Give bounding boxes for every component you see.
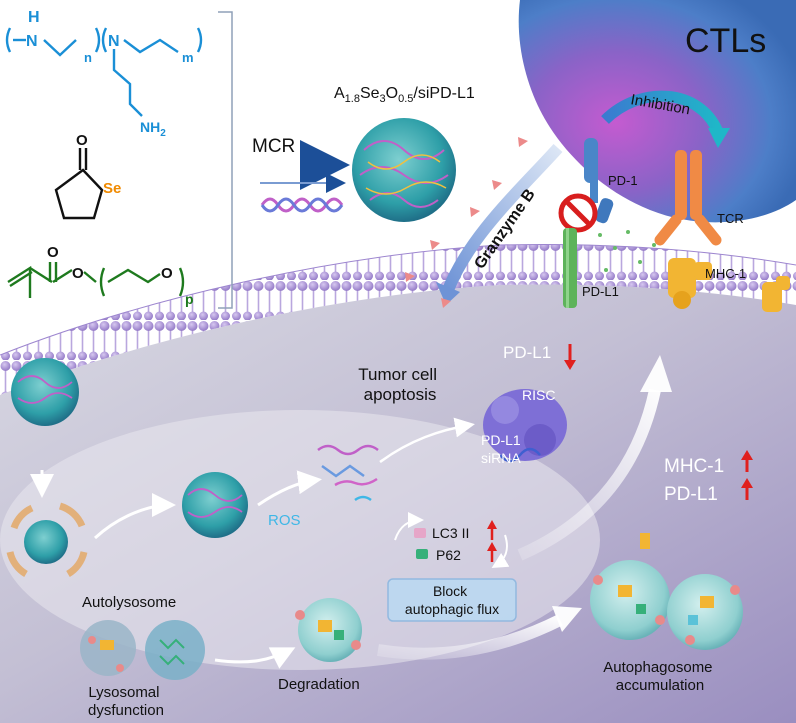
inhibition-arrowhead [708, 128, 730, 148]
granzyme-arrowhead [436, 282, 460, 305]
granzyme-arrow [442, 143, 563, 293]
mhc1-label: MHC-1 [705, 266, 746, 281]
released-sirna [317, 444, 379, 502]
pei-h-label: H [28, 9, 40, 26]
block-flux-label: Block autophagic flux [405, 583, 499, 617]
autophagosome-cluster [590, 533, 743, 650]
nanoparticle-outside [11, 358, 79, 426]
endosome-escape [6, 502, 88, 578]
peg-o3-label: O [161, 265, 173, 282]
inhibition-arrow [601, 90, 724, 135]
block-flux-box [387, 578, 517, 622]
pei-n1-label: N [26, 33, 38, 50]
escape-arrow [93, 493, 176, 540]
peg-o1-label: O [47, 244, 59, 261]
pdl1-sirna-label: PD-L1 siRNA [481, 432, 525, 466]
mcr-label: MCR [252, 136, 295, 157]
lc3-icon [414, 528, 426, 538]
pei-n-sub: n [84, 50, 92, 65]
lysosome-pair [80, 620, 205, 680]
sirna-helix-icon [260, 197, 344, 213]
peg-methacrylate-structure [7, 262, 185, 298]
pei-n2-label: N [108, 33, 120, 50]
autolysosome-label: Autolysosome [82, 594, 176, 611]
cell-membrane [0, 244, 796, 395]
degradation-vesicle [295, 598, 362, 662]
ros-label: ROS [268, 512, 301, 529]
accumulation-arrow [377, 614, 563, 660]
granzyme-particles [405, 137, 528, 308]
apoptosis-label: Tumor cell apoptosis [358, 365, 441, 404]
pdl1-up-label: PD-L1 [664, 484, 718, 505]
nanoparticle-formula: A1.8Se3O0.5/siPD-L1 [334, 85, 475, 105]
p62-label: P62 [436, 547, 461, 563]
ros-arrow [257, 470, 322, 507]
lc3-up-arrow-icon [487, 520, 497, 540]
lysosomal-dysfunction-label: Lysosomal dysfunction [88, 684, 164, 719]
sirna-to-risc-arrow [379, 417, 475, 464]
lc3-label: LC3 II [432, 525, 469, 541]
selenolactone-se: Se [103, 180, 121, 197]
risc-label: RISC [522, 387, 555, 403]
tcr-receptor [654, 150, 722, 246]
to-degradation-arrow [214, 647, 296, 669]
accumulation-arrowhead [552, 606, 582, 632]
p62-up-arrow-icon [487, 542, 497, 562]
nanoparticle-cytosol [182, 472, 248, 538]
lc3-loop-arrow [394, 512, 424, 541]
pdl1-up-arrow-icon [741, 478, 753, 500]
pdl1-down-label: PD-L1 [503, 343, 551, 362]
upregulation-arrowhead [640, 355, 672, 392]
pdl1-membrane-protein [563, 228, 656, 308]
down-arrow-icon [564, 344, 576, 370]
risc-complex [483, 389, 567, 463]
peg-o2-label: O [72, 265, 84, 282]
selenolactone-o: O [76, 132, 88, 149]
mhc1-up-arrow-icon [741, 450, 753, 472]
pei-nh2-label: NH2 [140, 119, 166, 139]
autophagosome-label: Autophagosome accumulation [603, 659, 716, 694]
mhc1-complex [668, 258, 790, 312]
mhc1-up-label: MHC-1 [664, 456, 724, 477]
polymer-pei-structure [5, 27, 203, 117]
selenolactone-structure [54, 148, 104, 220]
nanoparticle-main [352, 118, 456, 222]
peg-p-sub: p [185, 291, 194, 307]
pd1-label: PD-1 [608, 173, 638, 188]
upregulation-arrow [517, 388, 661, 561]
pdl1-membrane-label: PD-L1 [582, 284, 619, 299]
p62-icon [416, 549, 428, 559]
reactants-bracket [218, 11, 233, 309]
prohibition-icon [558, 193, 598, 233]
ctls-label: CTLs [685, 22, 766, 60]
degradation-label: Degradation [278, 676, 360, 693]
tcr-label: TCR [717, 211, 744, 226]
pei-m-sub: m [182, 50, 194, 65]
